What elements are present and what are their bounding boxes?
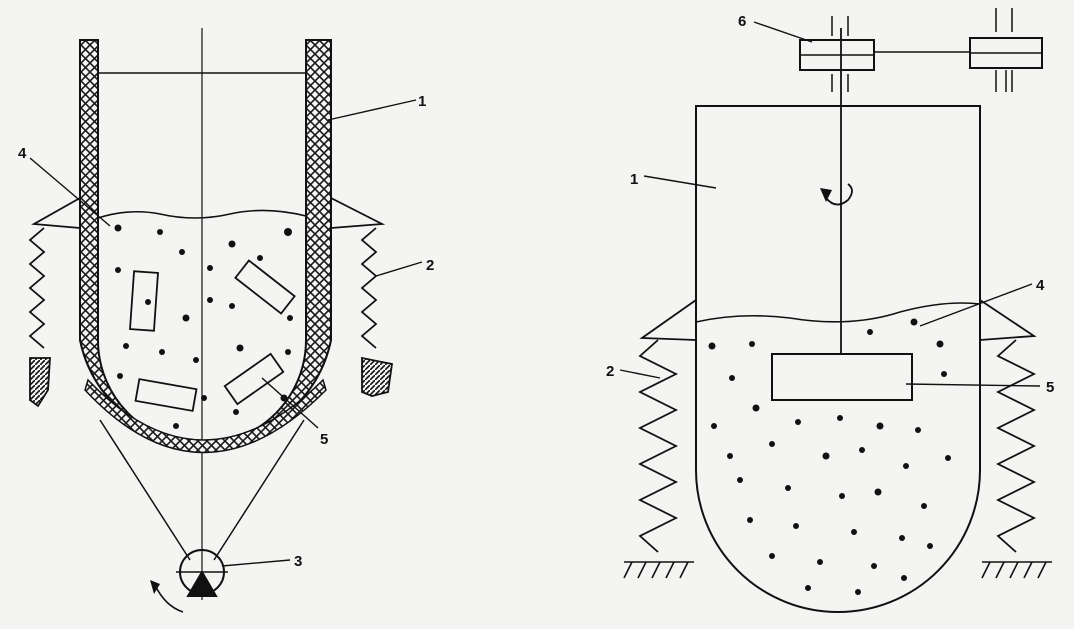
left-leader-1	[327, 99, 417, 121]
right-vessel	[695, 105, 981, 613]
left-support-left	[29, 357, 51, 408]
left-label-part: 5	[320, 431, 328, 448]
left-spring-right	[360, 227, 378, 349]
right-label-vessel: 1	[630, 171, 638, 188]
right-drive-assembly	[799, 8, 1043, 92]
right-label-medium: 4	[1036, 277, 1045, 294]
right-rotation-arrow-icon	[825, 183, 853, 206]
left-support-right	[361, 356, 394, 397]
left-leader-5	[261, 377, 319, 429]
left-medium-surface	[97, 209, 307, 219]
right-label-drive: 6	[738, 13, 746, 30]
right-leader-4	[919, 283, 1033, 327]
left-vessel-wall	[79, 39, 332, 445]
right-leader-6	[753, 21, 813, 43]
left-label-vessel: 1	[418, 93, 426, 110]
left-bracket-right	[330, 197, 386, 229]
right-bracket-right	[979, 299, 1037, 341]
right-ground-right	[981, 561, 1052, 579]
right-spindle-machine	[619, 8, 1052, 613]
right-leader-5	[905, 383, 1041, 387]
right-leader-1	[643, 175, 717, 189]
left-bracket-left	[31, 197, 81, 229]
right-label-spring: 2	[606, 363, 614, 380]
right-bracket-left	[639, 299, 697, 341]
left-leader-2	[375, 261, 423, 277]
left-label-medium: 4	[18, 145, 27, 162]
left-vibratory-machine	[28, 28, 423, 613]
right-label-part: 5	[1046, 379, 1054, 396]
right-spring-right	[995, 339, 1037, 553]
left-part-2	[234, 259, 296, 315]
left-part-4	[223, 352, 285, 406]
rotation-arrow-icon	[154, 584, 184, 613]
left-leader-4	[29, 157, 111, 227]
left-spring-left	[28, 227, 46, 349]
vibrator-unbalance	[176, 549, 228, 597]
right-spring-left	[637, 339, 679, 553]
left-vessel-bottom	[84, 378, 327, 454]
left-part-1	[129, 270, 159, 332]
right-ground-left	[623, 561, 694, 579]
left-part-3	[134, 378, 198, 412]
left-leader-3	[221, 559, 291, 567]
left-abrasive-particles	[114, 224, 293, 429]
right-abrasive-particles	[708, 318, 951, 595]
right-leader-2	[619, 369, 661, 379]
left-drive-link-left	[99, 419, 191, 561]
right-part	[771, 353, 913, 401]
left-drive-link-right	[213, 419, 305, 561]
right-medium-surface	[695, 302, 981, 323]
left-label-vibrator: 3	[294, 553, 302, 570]
left-label-spring: 2	[426, 257, 434, 274]
